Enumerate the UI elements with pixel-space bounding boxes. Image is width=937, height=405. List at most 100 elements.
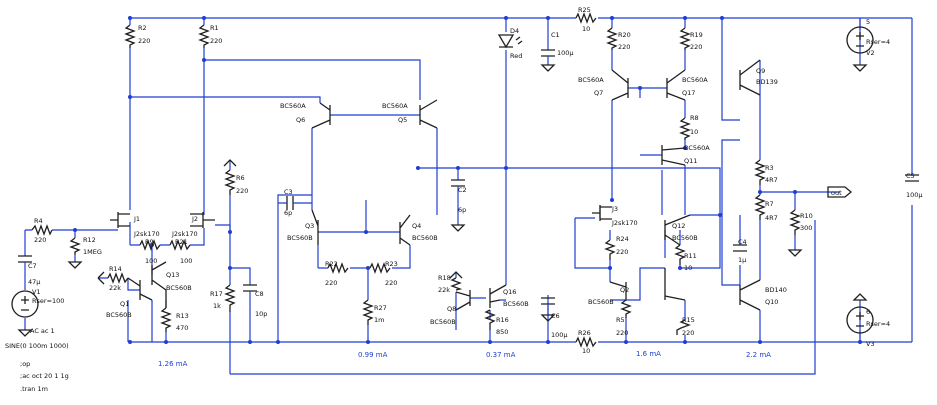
label-q8-part: BC560B	[430, 318, 456, 326]
label-r23-val: 220	[385, 279, 397, 287]
label-v3-ref: V3	[866, 340, 875, 348]
resistor-r25	[575, 12, 597, 24]
label-q7-part: BC560A	[578, 76, 604, 84]
label-j3-ref: J3	[611, 205, 618, 213]
label-r24-ref: R24	[616, 235, 629, 243]
capacitor-c1	[541, 49, 555, 65]
label-v1-sine: SINE(0 100m 1000)	[5, 342, 69, 350]
label-q13-ref: Q13	[166, 271, 179, 279]
resistor-r7	[754, 194, 766, 220]
label-r14-val: 22k	[109, 284, 121, 292]
label-j3-part: J2sk170	[611, 219, 638, 227]
label-q6-part: BC560A	[280, 102, 306, 110]
jfet-j3	[592, 205, 612, 221]
bjt-q10	[739, 279, 761, 311]
label-c1-val: 100µ	[557, 49, 574, 57]
capacitor-c7	[18, 255, 32, 265]
current-5: 2.2 mA	[746, 351, 771, 359]
label-r19-val: 220	[690, 43, 702, 51]
label-q11-ref: Q11	[684, 157, 697, 165]
label-r6-ref: R6	[236, 174, 245, 182]
label-r11-val: 10	[684, 264, 692, 272]
transistor-symbols	[110, 59, 761, 311]
current-2: 0.99 mA	[358, 351, 388, 359]
label-r1-ref: R1	[210, 24, 219, 32]
label-c3-ref: C3	[284, 188, 293, 196]
resistor-symbols	[31, 12, 801, 348]
label-c7-ref: C7	[28, 262, 37, 270]
label-v2-ref: V2	[866, 49, 875, 57]
label-q7-ref: Q7	[594, 89, 603, 97]
supply-arrow-r6	[223, 159, 237, 167]
label-r18-val: 22k	[438, 286, 450, 294]
label-q9-ref: Q9	[756, 67, 765, 75]
label-r10-val: 300	[800, 224, 812, 232]
label-q10-ref: Q10	[765, 298, 778, 306]
label-q6-ref: Q6	[296, 116, 305, 124]
label-r3-val: 4R7	[765, 176, 778, 184]
directive-ac: ;ac oct 20 1 1g	[20, 372, 69, 380]
label-r18-ref: R18	[438, 274, 451, 282]
label-c9-ref: C5	[906, 172, 915, 180]
label-q16-ref: Q16	[503, 288, 516, 296]
label-r23-ref: R23	[385, 260, 398, 268]
label-r7-ref: R7	[765, 200, 774, 208]
label-r27-ref: R27	[374, 304, 387, 312]
label-q12-ref: Q12	[672, 222, 685, 230]
label-v1-ref: V1	[32, 288, 41, 296]
resistor-r27	[362, 299, 374, 325]
label-c4-val: 1µ	[738, 256, 746, 264]
resistor-r19	[679, 27, 691, 50]
bjt-q3	[311, 209, 319, 245]
supply-arrow-r18	[449, 271, 463, 279]
label-r16-ref: R16	[496, 316, 509, 324]
label-r26-val: 10	[582, 347, 590, 355]
resistor-r22	[327, 262, 349, 274]
bjt-q8	[455, 290, 471, 311]
label-r27-val: 1m	[374, 316, 384, 324]
resistor-r15	[676, 319, 691, 335]
capacitor-c3	[278, 196, 312, 210]
label-c1-ref: C1	[551, 31, 560, 39]
current-1: 1.26 mA	[158, 360, 188, 368]
label-r1-val: 220	[210, 37, 222, 45]
label-r9-ref: R9	[145, 238, 154, 246]
label-r8-ref: R8	[690, 114, 699, 122]
resistor-r1	[198, 24, 210, 48]
label-r15-ref: R15	[682, 316, 695, 324]
label-r6-val: 220	[236, 187, 248, 195]
junctions	[73, 16, 862, 344]
label-j1-part: J2sk170	[133, 230, 160, 238]
voltage-source-v1	[11, 290, 39, 318]
bjt-q2	[609, 281, 627, 300]
label-q5-part: BC560A	[382, 102, 408, 110]
label-r16-val: 850	[496, 328, 508, 336]
voltage-source-v3	[846, 306, 874, 334]
resistor-r5	[620, 299, 632, 318]
label-r17-val: 1k	[213, 302, 221, 310]
label-c8-val: 10p	[255, 310, 267, 318]
capacitor-symbols	[18, 49, 919, 315]
resistor-r4	[31, 224, 53, 236]
label-c6-ref: C6	[551, 312, 560, 320]
label-j1-ref: J1	[133, 215, 140, 223]
label-c2-val: 6p	[458, 206, 466, 214]
label-v3-num: 6	[866, 308, 870, 316]
label-r22-ref: R22	[325, 260, 338, 268]
voltage-source-v2	[846, 26, 874, 54]
label-r2-val: 220	[138, 37, 150, 45]
resistor-r26	[575, 336, 597, 348]
label-c3-val: 6p	[284, 209, 292, 217]
label-r5-ref: R5	[616, 316, 625, 324]
label-r17-ref: R17	[210, 290, 223, 298]
label-r4-ref: R4	[34, 217, 43, 225]
label-c2-ref: C2	[458, 186, 467, 194]
label-c4-ref: C4	[738, 238, 747, 246]
label-c7-val: 47µ	[28, 278, 40, 286]
bjt-q9	[739, 59, 761, 96]
label-r21-val: 100	[180, 257, 192, 265]
label-r12-ref: R12	[83, 236, 96, 244]
label-q5-ref: Q5	[398, 116, 407, 124]
label-q1-ref: Q1	[120, 300, 129, 308]
